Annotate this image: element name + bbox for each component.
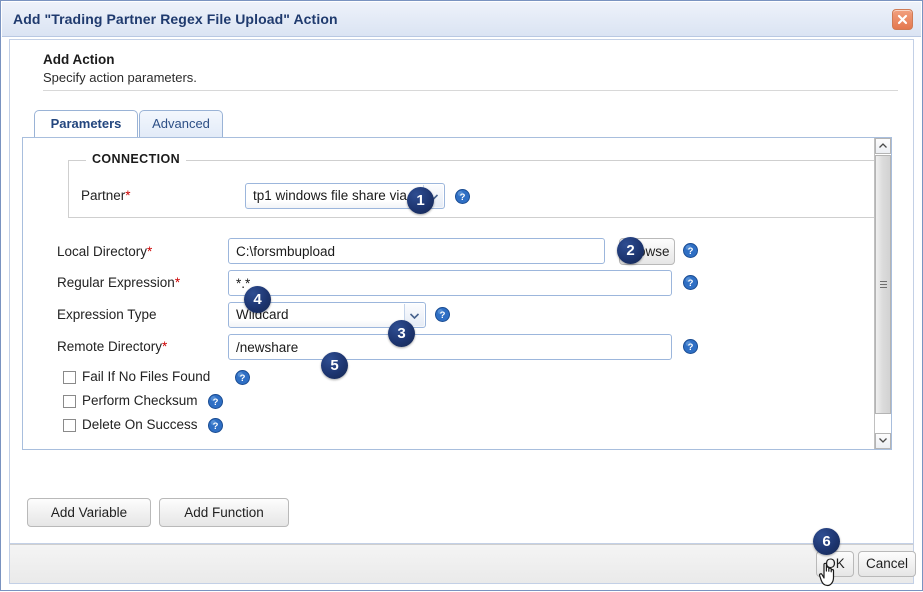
dialog-title: Add "Trading Partner Regex File Upload" … (13, 11, 338, 27)
svg-text:?: ? (688, 278, 694, 289)
expression-type-label: Expression Type (57, 307, 157, 322)
dialog-titlebar: Add "Trading Partner Regex File Upload" … (2, 2, 921, 37)
checkbox-label: Delete On Success (82, 417, 198, 432)
scroll-down-icon[interactable] (875, 433, 891, 449)
remote-directory-input[interactable] (228, 334, 672, 360)
dialog-body: Add Action Specify action parameters. Pa… (9, 39, 914, 544)
callout-badge-1: 1 (407, 187, 434, 214)
checkbox-box[interactable] (63, 419, 76, 432)
regular-expression-input[interactable] (228, 270, 672, 296)
expression-type-help-icon[interactable]: ? (435, 307, 450, 322)
local-directory-input[interactable] (228, 238, 605, 264)
fail-if-no-files-found-help-icon[interactable]: ? (235, 370, 250, 385)
svg-text:?: ? (213, 421, 219, 432)
delete-on-success-help-icon[interactable]: ? (208, 418, 223, 433)
perform-checksum-help-icon[interactable]: ? (208, 394, 223, 409)
scroll-up-icon[interactable] (875, 138, 891, 154)
parameters-panel: CONNECTION Partner* tp1 windows file sha… (22, 137, 892, 450)
checkbox-box[interactable] (63, 395, 76, 408)
cancel-button[interactable]: Cancel (858, 551, 916, 577)
checkbox-label: Perform Checksum (82, 393, 198, 408)
remote-directory-help-icon[interactable]: ? (683, 339, 698, 354)
partner-label: Partner* (81, 188, 131, 203)
remote-directory-label: Remote Directory* (57, 339, 168, 354)
partner-help-icon[interactable]: ? (455, 189, 470, 204)
callout-badge-5: 5 (321, 352, 348, 379)
vertical-scrollbar[interactable] (874, 138, 891, 449)
checkbox-box[interactable] (63, 371, 76, 384)
page-subtitle: Specify action parameters. (43, 70, 197, 85)
tab-advanced[interactable]: Advanced (139, 110, 223, 137)
svg-text:?: ? (213, 397, 219, 408)
dialog-footer: OK Cancel (9, 544, 916, 584)
callout-badge-3: 3 (388, 320, 415, 347)
local-directory-help-icon[interactable]: ? (683, 243, 698, 258)
svg-text:?: ? (688, 342, 694, 353)
mouse-cursor-hand-icon (817, 559, 841, 592)
header-divider (43, 90, 898, 91)
connection-legend: CONNECTION (86, 152, 187, 166)
add-variable-button[interactable]: Add Variable (27, 498, 151, 527)
local-directory-label: Local Directory* (57, 244, 153, 259)
connection-fieldset: CONNECTION (68, 152, 878, 218)
callout-badge-6: 6 (813, 528, 840, 555)
tab-parameters[interactable]: Parameters (34, 110, 138, 137)
page-title: Add Action (43, 52, 115, 67)
svg-text:?: ? (440, 310, 446, 321)
regular-expression-label: Regular Expression* (57, 275, 181, 290)
ok-button[interactable]: OK (816, 551, 854, 577)
svg-text:?: ? (240, 373, 246, 384)
scrollbar-thumb[interactable] (875, 155, 891, 414)
svg-text:?: ? (460, 192, 466, 203)
chevron-down-icon[interactable] (404, 304, 424, 326)
checkbox-label: Fail If No Files Found (82, 369, 211, 384)
callout-badge-4: 4 (244, 286, 271, 313)
close-icon[interactable] (892, 9, 913, 30)
add-function-button[interactable]: Add Function (159, 498, 289, 527)
scrollbar-grip-icon (880, 280, 887, 289)
callout-badge-2: 2 (617, 237, 644, 264)
svg-text:?: ? (688, 246, 694, 257)
regular-expression-help-icon[interactable]: ? (683, 275, 698, 290)
